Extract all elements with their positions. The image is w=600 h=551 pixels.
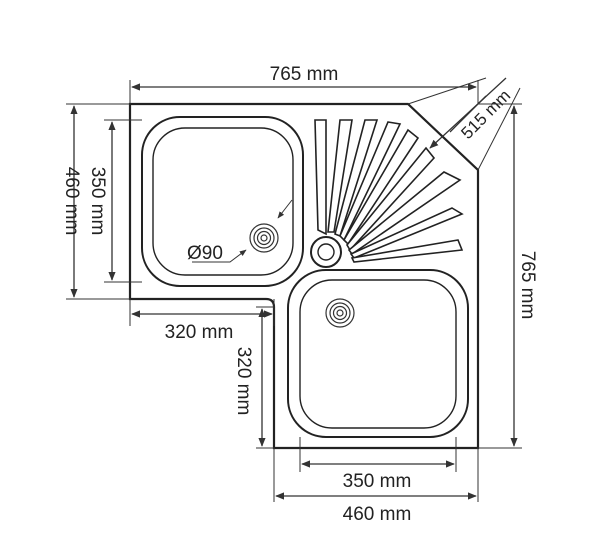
bowl-left-inner bbox=[152, 127, 294, 276]
bowl-right-outer bbox=[287, 269, 469, 438]
drain-left bbox=[249, 223, 279, 253]
drain-leader bbox=[192, 249, 247, 263]
bowl-left-outer bbox=[141, 116, 304, 287]
offset-y-label: 320 mm bbox=[233, 347, 254, 416]
center-drain-outer bbox=[310, 236, 342, 268]
diagonal-arrow bbox=[429, 77, 507, 149]
bottom-width-label: 460 mm bbox=[343, 504, 412, 525]
top-width-label: 765 mm bbox=[270, 64, 339, 85]
bowl-height-label: 350 mm bbox=[87, 167, 108, 236]
bottom-bowl-label: 350 mm bbox=[343, 471, 412, 492]
right-height-label: 765 mm bbox=[517, 251, 538, 320]
drainer-ribs bbox=[314, 119, 464, 263]
drain-leader-2 bbox=[277, 199, 293, 219]
offset-x-label: 320 mm bbox=[165, 322, 234, 343]
left-height-label: 460 mm bbox=[61, 167, 82, 236]
drain-right bbox=[325, 298, 355, 328]
center-drain-inner bbox=[317, 243, 335, 261]
diagonal-extension-2 bbox=[477, 87, 521, 171]
bowl-right-inner bbox=[299, 279, 457, 429]
drain-diameter-label: Ø90 bbox=[187, 243, 223, 264]
diagonal-extension-1 bbox=[407, 77, 487, 105]
